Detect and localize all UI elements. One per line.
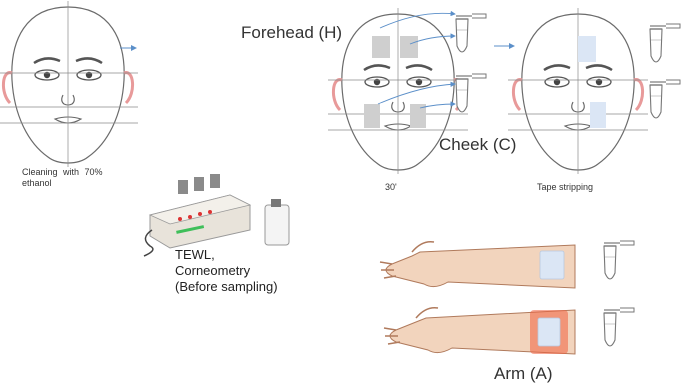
label-tape-stripping: Tape stripping bbox=[537, 182, 593, 193]
tube-icon bbox=[604, 308, 634, 346]
label-tewl-line2: Corneometry bbox=[175, 263, 325, 279]
tube-icon bbox=[604, 241, 634, 279]
arm-sampling bbox=[380, 242, 575, 288]
label-tewl-line1: TEWL, bbox=[175, 247, 325, 263]
face-tape-stripping bbox=[508, 8, 648, 174]
label-arm: Arm (A) bbox=[494, 364, 553, 384]
label-forehead: Forehead (H) bbox=[241, 23, 342, 43]
tube-icon bbox=[650, 24, 680, 62]
face-cleaning bbox=[0, 1, 138, 167]
label-tewl-corneometry: TEWL, Corneometry (Before sampling) bbox=[175, 247, 325, 295]
tube-icon bbox=[650, 80, 680, 118]
label-cleaning: Cleaning with 70% ethanol bbox=[22, 167, 122, 189]
tube-icon bbox=[456, 74, 486, 112]
label-tewl-line3: (Before sampling) bbox=[175, 279, 325, 295]
label-cheek: Cheek (C) bbox=[439, 135, 516, 155]
arm-tape-stripping bbox=[384, 308, 575, 354]
tube-icon bbox=[456, 14, 486, 52]
label-30-minutes: 30' bbox=[385, 182, 397, 193]
tewl-device bbox=[144, 174, 289, 256]
